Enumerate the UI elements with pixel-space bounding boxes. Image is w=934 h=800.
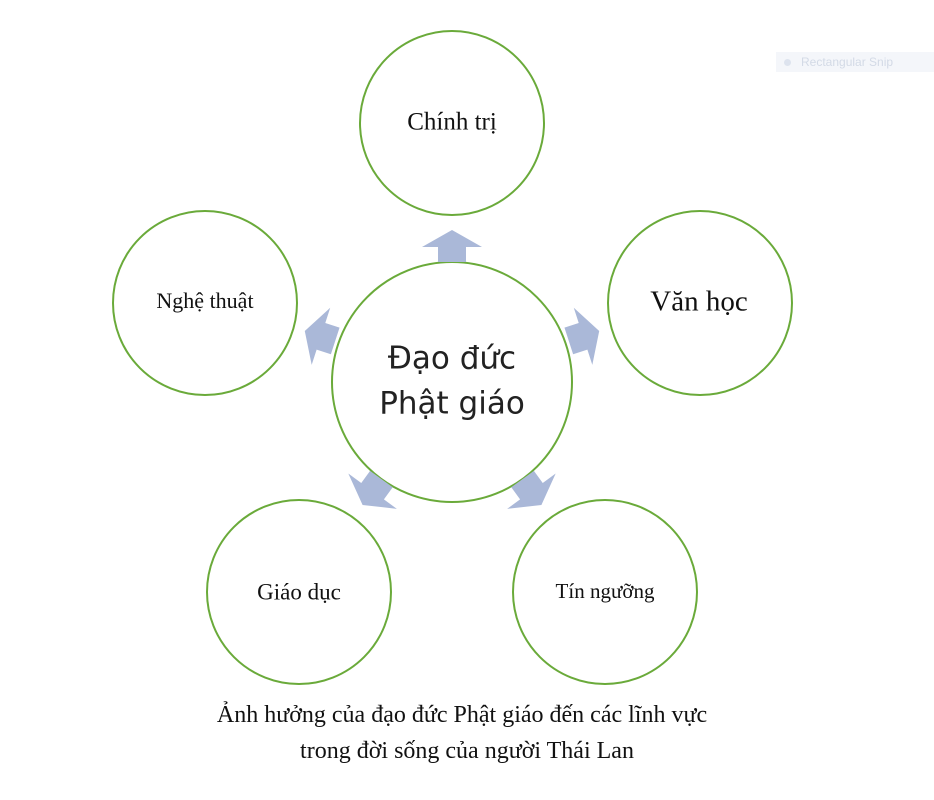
arrow-to-giao-duc (348, 470, 397, 509)
rectangular-snip-overlay[interactable]: Rectangular Snip (776, 52, 934, 72)
node-label-tin-nguong: Tín ngưỡng (556, 579, 655, 603)
center-label-line-1: Đạo đức (388, 341, 516, 377)
snip-icon (784, 59, 791, 67)
node-circle-chinh-tri (359, 30, 545, 216)
node-label-van-hoc: Văn học (650, 286, 747, 318)
arrow-to-van-hoc (564, 307, 600, 365)
arrow-to-chinh-tri (422, 230, 482, 262)
arrow-to-nghe-thuat (304, 307, 340, 365)
node-circle-giao-duc (206, 499, 392, 685)
snip-label: Rectangular Snip (801, 55, 894, 69)
center-label-line-2: Phật giáo (379, 386, 525, 422)
node-circle-van-hoc (607, 210, 793, 396)
center-circle (331, 261, 573, 503)
node-label-nghe-thuat: Nghệ thuật (156, 288, 253, 313)
arrow-to-tin-nguong (507, 470, 556, 509)
node-circle-nghe-thuat (112, 210, 298, 396)
caption-line-1: Ảnh hưởng của đạo đức Phật giáo đến các … (216, 702, 708, 728)
node-label-chinh-tri: Chính trị (407, 109, 497, 136)
node-label-giao-duc: Giáo dục (257, 579, 341, 604)
node-circle-tin-nguong (512, 499, 698, 685)
caption-line-2: trong đời sống của người Thái Lan (300, 738, 634, 764)
figure-caption: Ảnh hưởng của đạo đức Phật giáo đến các … (0, 697, 934, 769)
